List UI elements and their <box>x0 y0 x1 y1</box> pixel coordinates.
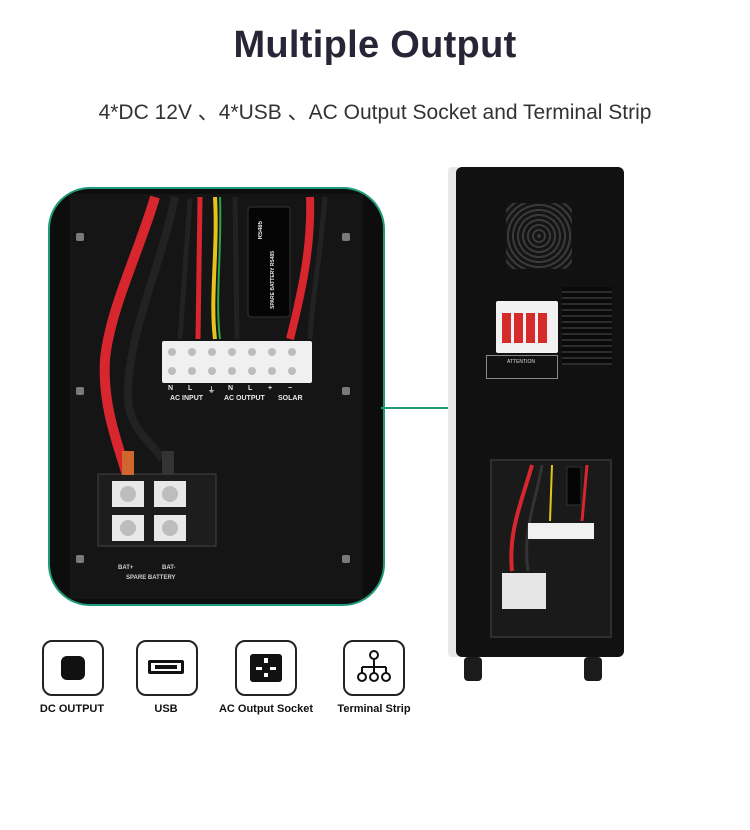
wiring-illustration <box>70 194 363 599</box>
spare-battery-rs485-label: SPARE BATTERY RS485 <box>270 251 276 309</box>
cabinet-front: ATTENTION <box>456 167 624 657</box>
usb-dc-port-panel <box>562 287 612 365</box>
ac-input-label: AC INPUT <box>170 395 204 402</box>
strip-label-n: N <box>228 385 234 392</box>
page-subtitle: 4*DC 12V 、4*USB 、AC Output Socket and Te… <box>98 101 652 124</box>
strip-label-ground: ⏚ <box>208 387 215 394</box>
strip-label-l: L <box>248 385 253 392</box>
strip-label-minus: − <box>288 385 293 392</box>
panel-screw <box>342 387 350 395</box>
cabinet-side-panel <box>448 167 458 657</box>
bat-minus-label: BAT- <box>162 565 176 571</box>
breaker-switch <box>526 313 535 343</box>
usb-icon <box>136 640 198 696</box>
cabinet-wiring-mini <box>502 464 594 609</box>
network-tree-icon <box>357 650 391 682</box>
cabinet-wiring-window <box>490 459 612 638</box>
panel-screw <box>342 555 350 563</box>
feature-label-ac-socket: AC Output Socket <box>218 703 314 715</box>
caster-wheel <box>464 657 482 681</box>
strip-label-n: N <box>168 385 174 392</box>
ac-socket-icon <box>235 640 297 696</box>
strip-label-plus: + <box>268 385 273 392</box>
panel-screw <box>342 233 350 241</box>
feature-label-terminal-strip: Terminal Strip <box>337 703 411 715</box>
rs485-label: RS485 <box>258 221 264 240</box>
inverter-cabinet: ATTENTION <box>448 167 624 681</box>
strip-label-l: L <box>188 385 193 392</box>
connector-line <box>381 407 487 409</box>
dc-output-icon <box>42 640 104 696</box>
caster-wheel <box>584 657 602 681</box>
feature-label-usb: USB <box>154 703 178 715</box>
panel-screw <box>76 555 84 563</box>
feature-label-dc-output: DC OUTPUT <box>39 703 105 715</box>
breaker-switch <box>502 313 511 343</box>
wiring-zoom-panel: N L ⏚ N L + − AC INPUT AC OUTPUT SOLAR R… <box>48 187 385 606</box>
spare-battery-label: SPARE BATTERY <box>126 575 176 581</box>
breaker-switch <box>538 313 547 343</box>
panel-screw <box>76 387 84 395</box>
attention-sticker: ATTENTION <box>486 355 558 379</box>
attention-label: ATTENTION <box>507 359 535 365</box>
page-title: Multiple Output <box>233 24 517 66</box>
panel-screw <box>76 233 84 241</box>
fan-icon <box>506 203 572 269</box>
bat-plus-label: BAT+ <box>118 565 134 571</box>
breaker-switch <box>514 313 523 343</box>
ac-output-label: AC OUTPUT <box>224 395 265 402</box>
solar-label: SOLAR <box>278 395 303 402</box>
terminal-strip-icon <box>343 640 405 696</box>
